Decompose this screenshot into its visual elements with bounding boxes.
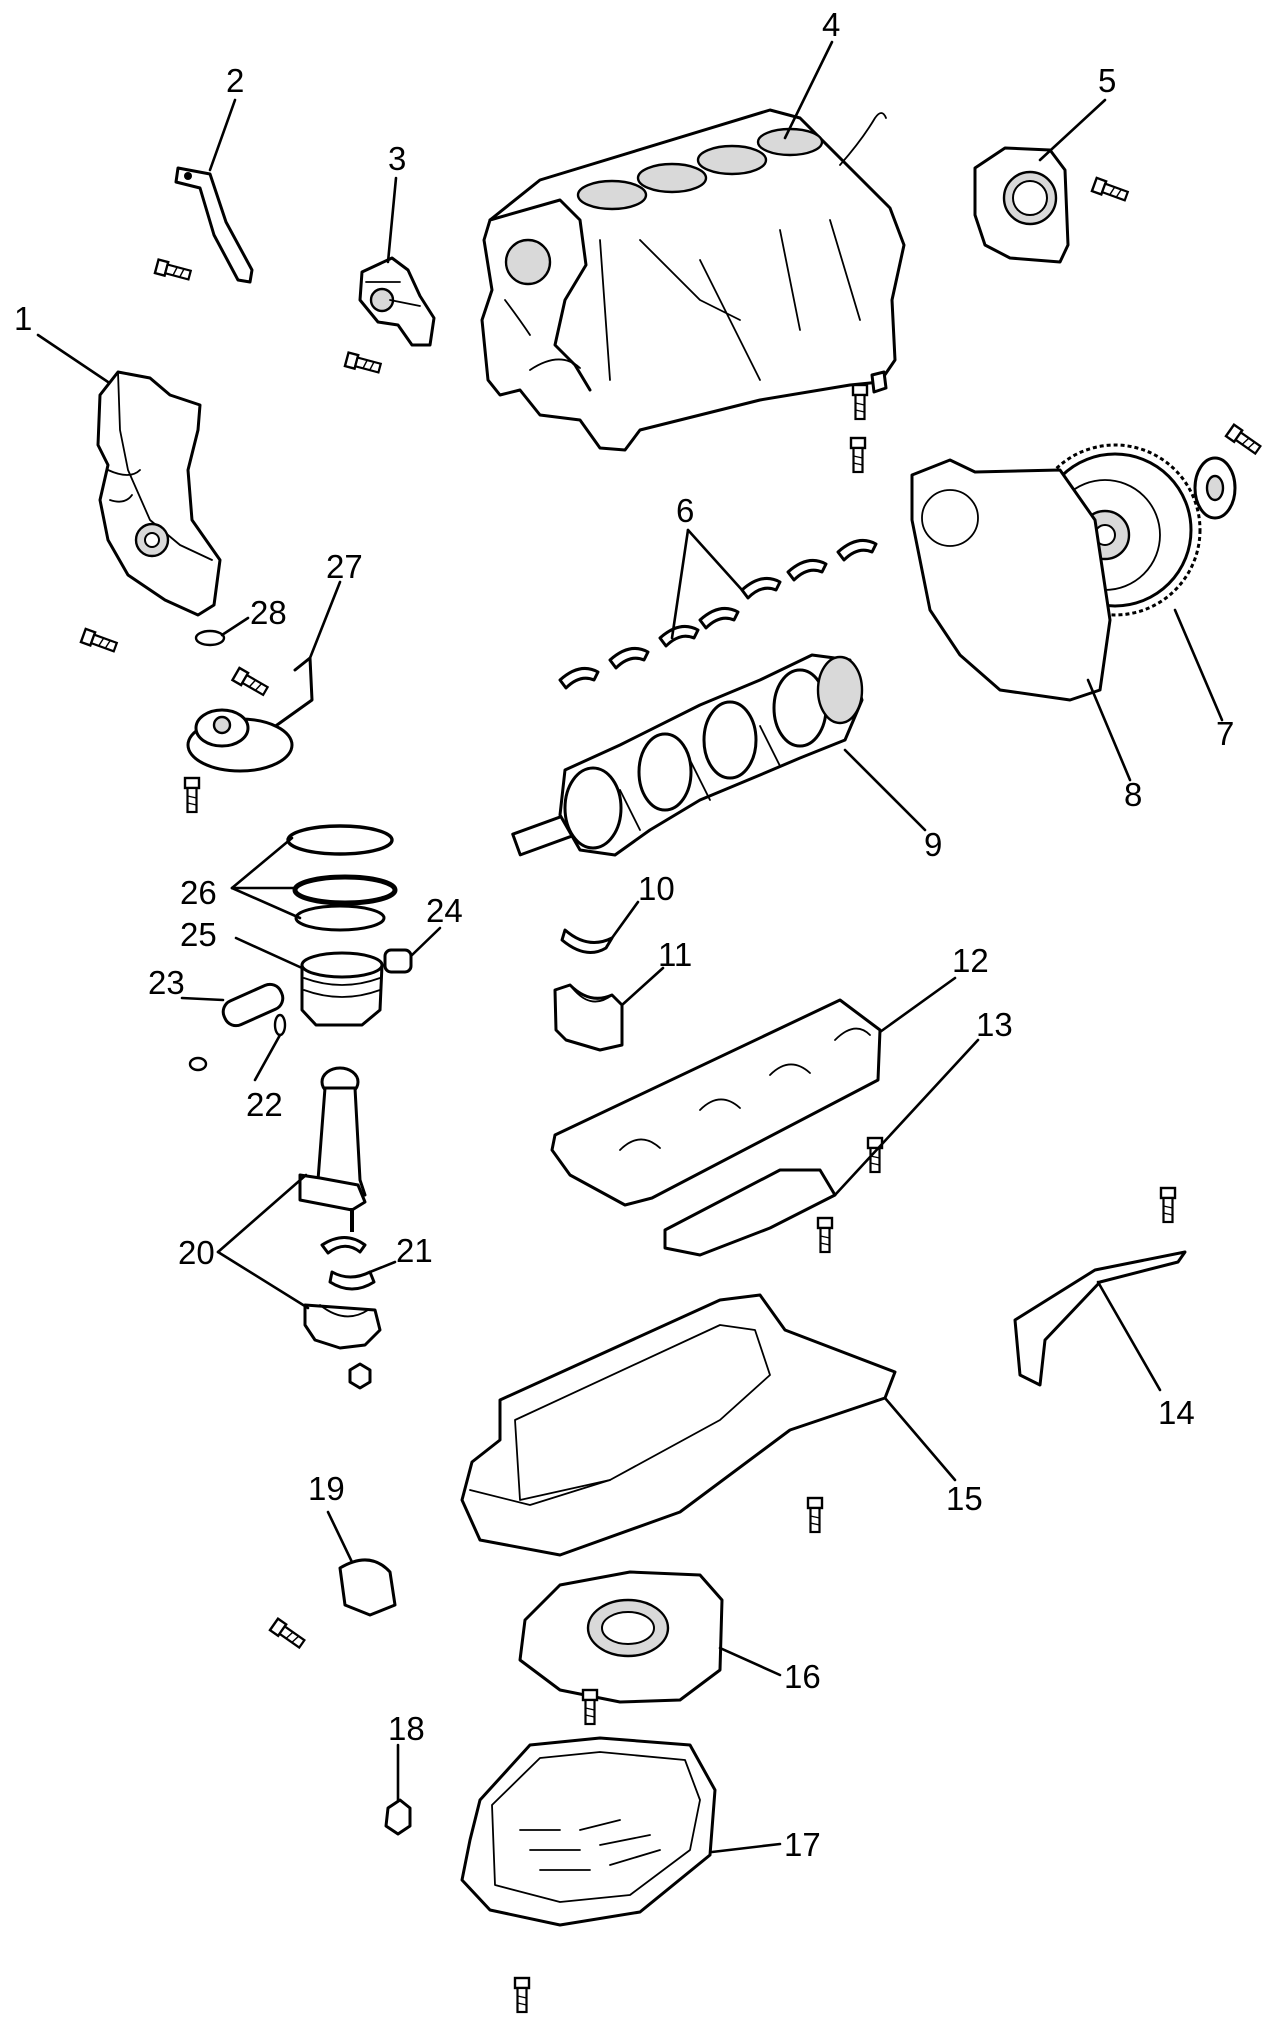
callout-28: 28 <box>250 594 287 631</box>
piston <box>300 951 384 1027</box>
callout-2: 2 <box>226 62 244 99</box>
callout-17: 17 <box>784 1826 821 1863</box>
callout-16: 16 <box>784 1658 821 1695</box>
connecting-rod <box>298 1066 367 1232</box>
callout-4: 4 <box>822 6 840 43</box>
main-bearing-shell-lower <box>560 928 614 954</box>
main-bearing-ladder <box>550 998 882 1207</box>
leader-lines <box>36 40 1224 1854</box>
lower-oil-pan <box>460 1736 717 1927</box>
callout-9: 9 <box>924 826 942 863</box>
pan-stiffener-bracket <box>1013 1250 1187 1387</box>
engine-mount <box>358 256 436 347</box>
front-timing-cover <box>96 370 222 617</box>
callout-19: 19 <box>308 1470 345 1507</box>
callout-20: 20 <box>178 1234 215 1271</box>
oil-pan-gasket-plate <box>518 1570 724 1704</box>
cylinder-block <box>480 108 906 452</box>
main-bearing-shells-upper <box>558 538 878 690</box>
oil-strainer-cover <box>338 1558 397 1617</box>
drain-plug <box>384 1798 412 1836</box>
engine-rear-plate <box>910 458 1112 702</box>
oil-baffle-plate <box>663 1168 837 1257</box>
piston-pin-bush <box>383 948 413 974</box>
callout-14: 14 <box>1158 1394 1195 1431</box>
callout-7: 7 <box>1216 715 1234 752</box>
callout-12: 12 <box>952 942 989 979</box>
callout-3: 3 <box>388 140 406 177</box>
callout-11: 11 <box>658 936 692 973</box>
callout-labels: 1 2 3 4 5 6 7 8 9 10 11 12 13 14 15 16 1… <box>14 6 1234 1863</box>
callout-23: 23 <box>148 964 185 1001</box>
connecting-rod-bearing-shells <box>320 1236 376 1291</box>
callout-1: 1 <box>14 300 32 337</box>
piston-pin <box>221 982 285 1028</box>
callout-18: 18 <box>388 1710 425 1747</box>
engine-bracket <box>174 166 254 284</box>
callout-27: 27 <box>326 548 363 585</box>
connecting-rod-cap <box>303 1303 382 1350</box>
rear-oil-seal-housing <box>973 146 1070 264</box>
crankshaft <box>511 653 864 857</box>
rod-nut <box>348 1362 372 1390</box>
piston-rings <box>286 824 398 932</box>
callout-8: 8 <box>1124 776 1142 813</box>
main-bearing-cap <box>553 983 624 1052</box>
callout-15: 15 <box>946 1480 983 1517</box>
callout-13: 13 <box>976 1006 1013 1043</box>
callout-6: 6 <box>676 492 694 529</box>
oil-pickup-o-ring <box>194 629 226 647</box>
callout-25: 25 <box>180 916 217 953</box>
callout-5: 5 <box>1098 62 1116 99</box>
callout-24: 24 <box>426 892 463 929</box>
oil-pickup-strainer <box>186 656 314 773</box>
callout-26: 26 <box>180 874 217 911</box>
callout-10: 10 <box>638 870 675 907</box>
callout-22: 22 <box>246 1086 283 1123</box>
upper-oil-pan <box>460 1293 897 1557</box>
callout-21: 21 <box>396 1232 433 1269</box>
